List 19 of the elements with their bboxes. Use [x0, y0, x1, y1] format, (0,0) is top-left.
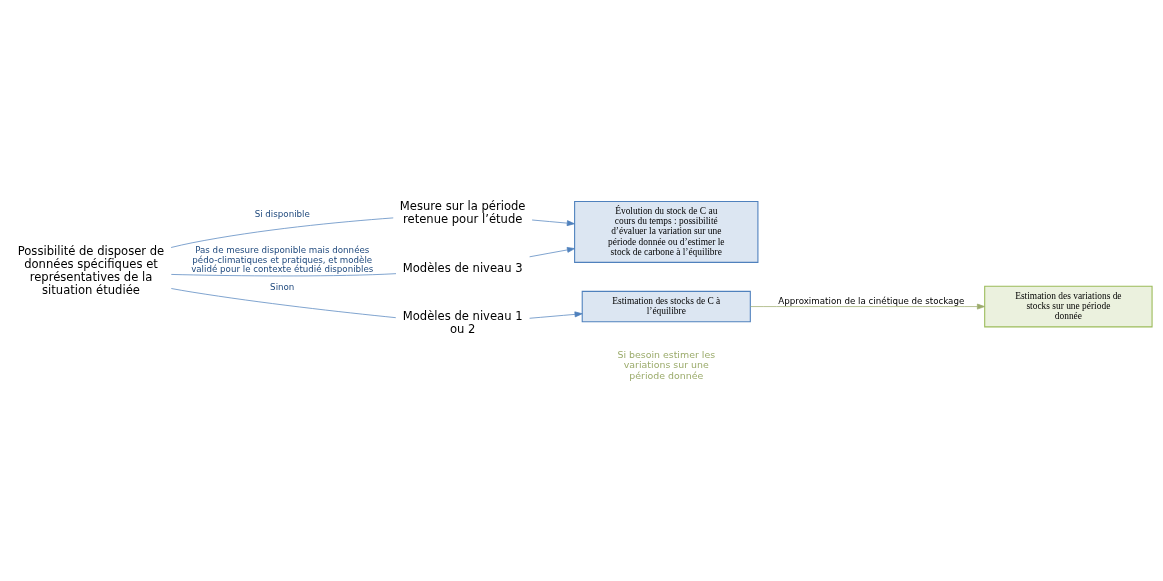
arrow — [531, 219, 575, 226]
label: Si besoin estimer les variations sur une période donnée — [617, 348, 716, 381]
node-box: Estimation des variations de stocks sur une période donnée — [984, 285, 1153, 327]
connector — [170, 217, 394, 248]
connector — [170, 287, 397, 318]
edge-label: Pas de mesure disponible mais données pédo-climatiques et pratiques, et modèle validé pour le contexte étudié disponibles — [191, 244, 374, 274]
node-box: Estimation des stocks de C à l’équilibre — [581, 290, 751, 322]
node-text: Modèles de niveau 1 ou 2 — [402, 308, 523, 336]
node-box: Évolution du stock de C au cours du temps : possibilité d’évaluer la variation sur une période donnée ou d’estimer le stock de carbone à l’équilibre — [574, 200, 759, 263]
arrow — [529, 310, 583, 319]
edge-label: Si disponible — [254, 208, 310, 219]
arrow — [529, 246, 575, 257]
edge-label: Approximation de la cinétique de stockage — [778, 295, 965, 306]
node-text: Mesure sur la période retenue pour l’étude — [399, 198, 526, 226]
connector — [170, 272, 397, 276]
edge-label: Sinon — [270, 281, 295, 292]
node-text: Modèles de niveau 3 — [402, 260, 523, 275]
node-text: Possibilité de disposer de données spécifiques et représentatives de la situation étudiée — [17, 243, 165, 297]
arrow — [750, 303, 985, 309]
